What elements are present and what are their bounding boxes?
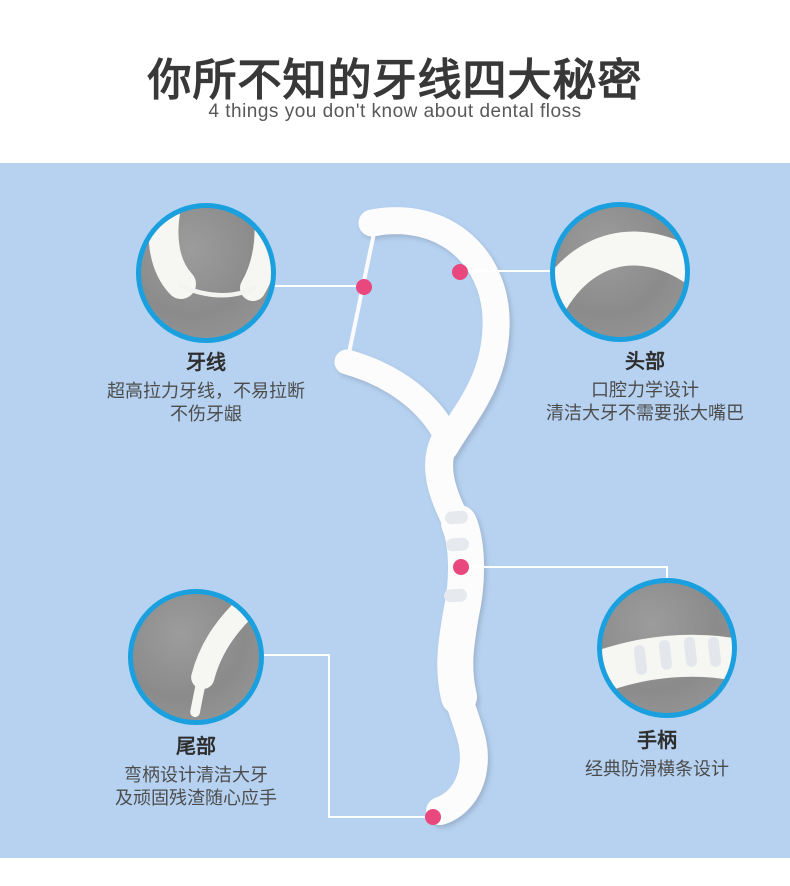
tail-callout-line1: 弯柄设计清洁大牙 <box>124 765 268 785</box>
footer-strip <box>0 858 790 886</box>
tail-connector-line-v <box>328 654 330 818</box>
head-callout-text: 头部 口腔力学设计 清洁大牙不需要张大嘴巴 <box>485 345 790 425</box>
product-section: 牙线 超高拉力牙线，不易拉断 不伤牙龈 头部 口腔力学设计 清洁大牙不需要张大嘴… <box>0 163 790 858</box>
head-callout-line2: 清洁大牙不需要张大嘴巴 <box>546 403 744 423</box>
page-subtitle: 4 things you don't know about dental flo… <box>208 101 582 122</box>
handle-connector-line-h <box>466 566 668 568</box>
head-connector-line <box>466 270 552 272</box>
floss-marker-dot <box>356 279 372 295</box>
tail-connector-line-h2 <box>328 816 434 818</box>
tail-callout-line2: 及顽固残渣随心应手 <box>115 788 277 808</box>
handle-connector-line-v <box>666 566 668 580</box>
tail-detail-image <box>128 589 264 725</box>
grip-grooves <box>444 510 470 603</box>
head-detail-image <box>550 202 690 342</box>
head-marker-dot <box>452 264 468 280</box>
floss-detail-image <box>136 203 276 343</box>
floss-callout-label: 牙线 <box>186 352 226 374</box>
tail-marker-dot <box>425 809 441 825</box>
floss-callout-line1: 超高拉力牙线，不易拉断 <box>107 381 305 401</box>
head-callout-line1: 口腔力学设计 <box>591 380 699 400</box>
handle-detail-image <box>597 578 737 718</box>
handle-callout-text: 手柄 经典防滑横条设计 <box>497 724 790 781</box>
tail-callout-label: 尾部 <box>176 736 216 758</box>
floss-callout-text: 牙线 超高拉力牙线，不易拉断 不伤牙龈 <box>46 346 366 426</box>
floss-callout-line2: 不伤牙龈 <box>170 404 242 424</box>
head-callout-label: 头部 <box>625 351 665 373</box>
floss-connector-line <box>274 285 366 287</box>
tail-connector-line-h1 <box>262 654 330 656</box>
handle-marker-dot <box>453 559 469 575</box>
handle-callout-label: 手柄 <box>637 730 677 752</box>
tail-callout-text: 尾部 弯柄设计清洁大牙 及顽固残渣随心应手 <box>36 730 356 810</box>
page-title: 你所不知的牙线四大秘密 <box>147 56 643 105</box>
handle-callout-line1: 经典防滑横条设计 <box>585 759 729 779</box>
